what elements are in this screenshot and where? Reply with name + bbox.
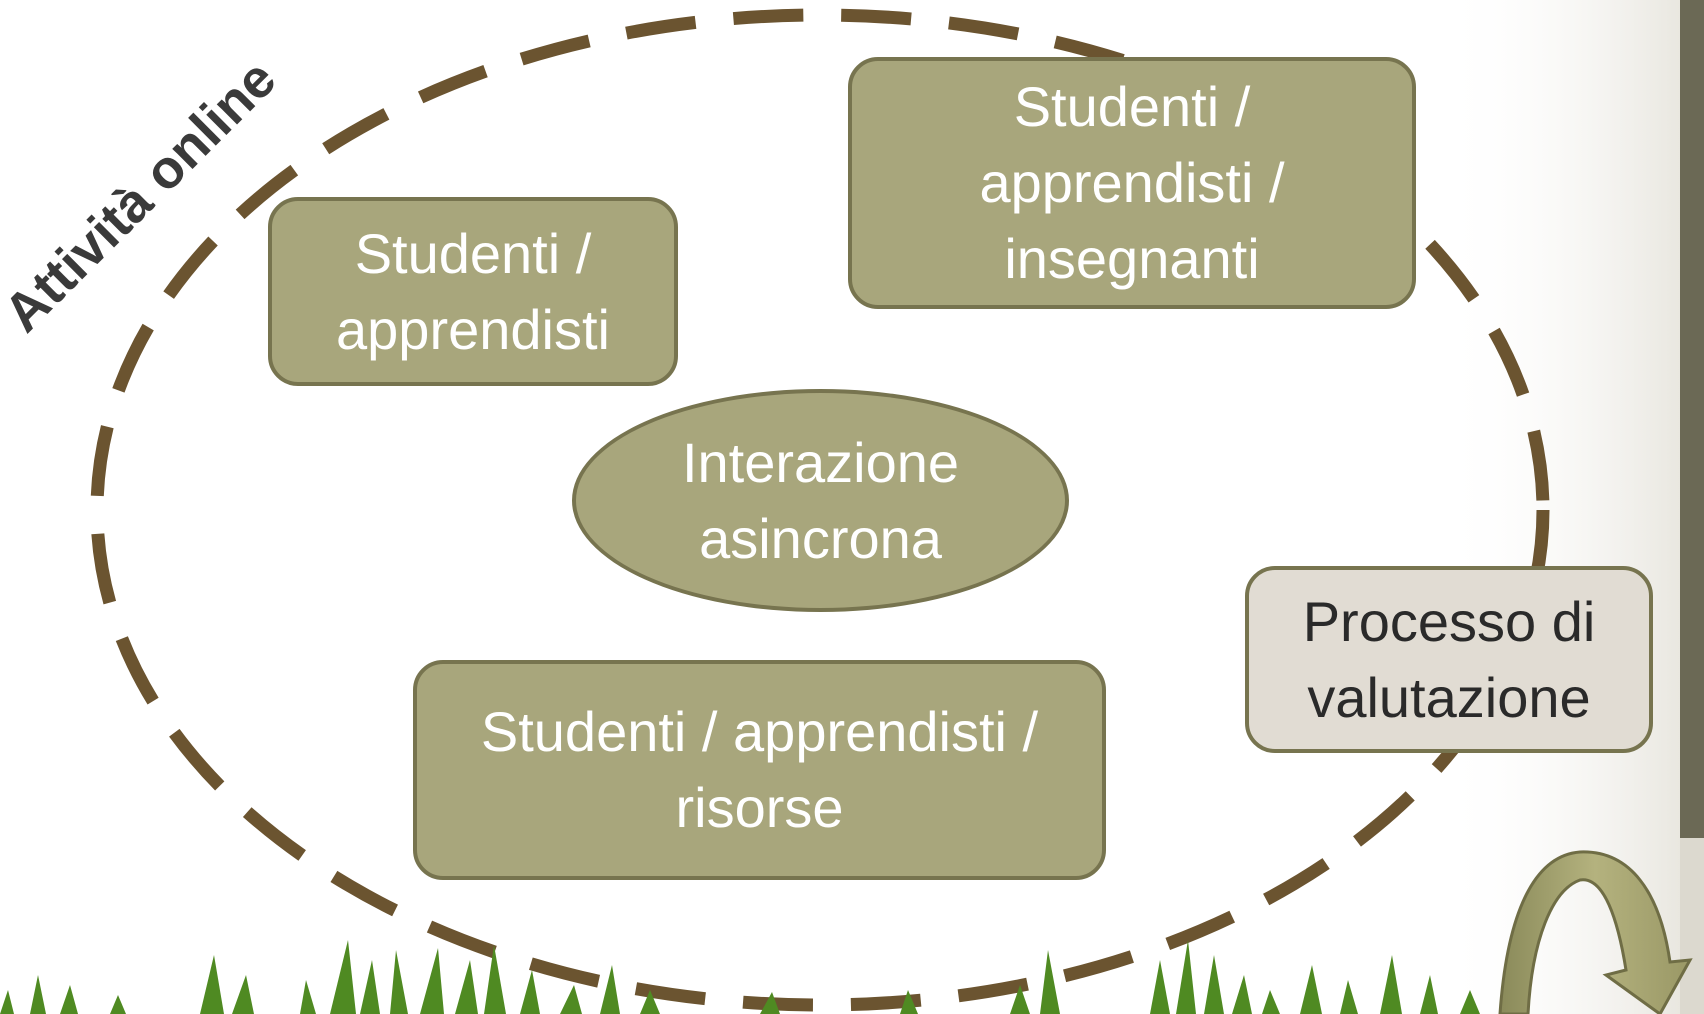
students-box-line2: apprendisti — [336, 297, 610, 361]
students-teachers-line2: apprendisti / — [979, 151, 1285, 214]
students-teachers-line1: Studenti / — [1013, 75, 1251, 138]
students-resources-line1: Studenti / apprendisti / — [480, 700, 1039, 763]
evaluation-line1: Processo di — [1302, 589, 1596, 653]
curved-arrow-icon — [1498, 850, 1693, 1014]
side-bar-lower — [1680, 838, 1704, 1014]
evaluation-process-box: Processo di valutazione — [1245, 566, 1653, 753]
center-line2: asincrona — [699, 506, 942, 570]
students-teachers-line3: insegnanti — [1004, 227, 1260, 290]
center-line1: Interazione — [681, 430, 960, 494]
students-resources-line2: risorse — [675, 776, 844, 839]
asynchronous-interaction-node: Interazione asincrona — [572, 389, 1069, 612]
side-bar — [1680, 0, 1704, 838]
evaluation-line2: valutazione — [1307, 665, 1591, 729]
dashed-ring — [90, 8, 1550, 1012]
background-fade — [1440, 0, 1680, 1014]
students-box: Studenti / apprendisti — [268, 197, 678, 386]
students-box-line1: Studenti / — [354, 221, 592, 285]
students-resources-box: Studenti / apprendisti / risorse — [413, 660, 1106, 880]
students-teachers-box: Studenti / apprendisti / insegnanti — [848, 57, 1416, 309]
grass-decoration — [0, 940, 1480, 1014]
